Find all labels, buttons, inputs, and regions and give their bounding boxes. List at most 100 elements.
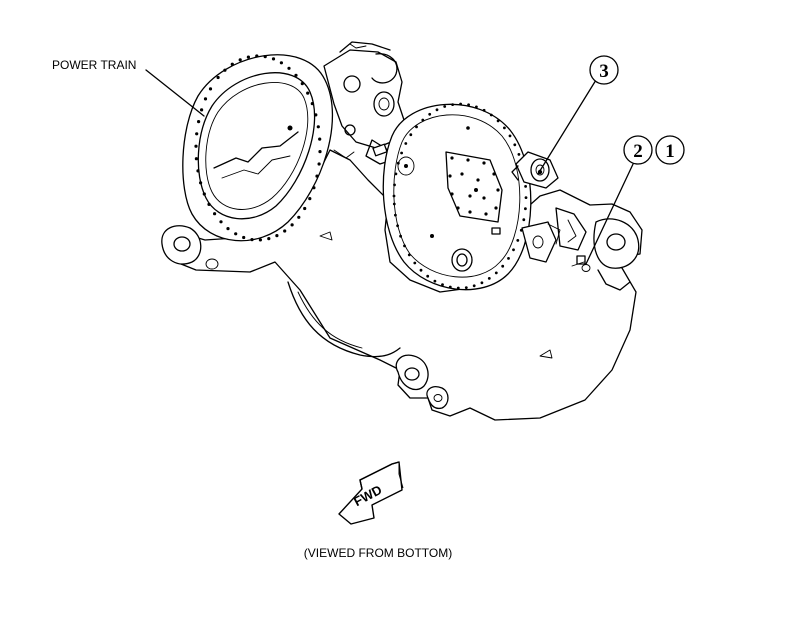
plate-bolt-hole [403, 244, 406, 248]
plate-bolt-hole [524, 196, 528, 200]
callout-3-circle [589, 55, 619, 85]
plate-bolt-hole [464, 286, 468, 289]
flange-bolt-hole [197, 120, 201, 124]
upper-bracket-cluster [323, 41, 405, 165]
flange-bolt-hole [242, 235, 246, 240]
flange-bolt-hole [263, 55, 267, 59]
plate-bolt-hole [443, 105, 447, 108]
cover-bolt-hole [466, 158, 470, 162]
callout-1-number: 1 [665, 141, 675, 162]
plate-bolt-hole [459, 102, 462, 106]
flange-bolt-hole [300, 82, 304, 86]
cover-bolt-hole [450, 192, 454, 196]
power-train-label: POWER TRAIN [52, 58, 136, 72]
plate-bolt-hole [428, 112, 432, 116]
fwd-arrow-icon: FWD [338, 461, 404, 525]
flange-bolt-hole [297, 215, 301, 219]
callout-3: 3 [589, 55, 619, 85]
flange-bolt-hole [315, 174, 319, 178]
plate-bolt-hole [448, 285, 452, 289]
cover-bolt-hole [468, 194, 472, 198]
plate-bolt-hole [400, 151, 403, 155]
flange-bolt-hole [223, 68, 227, 72]
flange-bolt-hole [196, 169, 200, 173]
plate-bolt-hole [480, 281, 484, 285]
plate-bolt-hole [507, 257, 510, 260]
cover-bolt-hole [484, 212, 488, 216]
plate-bolt-hole [489, 113, 493, 117]
plate-bolt-hole [421, 118, 425, 122]
plate-bolt-hole [512, 248, 515, 252]
callout-2-1-leader [585, 161, 635, 265]
flange-bolt-hole [306, 91, 310, 95]
cover-bolt-hole [476, 178, 480, 182]
plate-bolt-hole [522, 218, 526, 222]
left-flange-ring [182, 54, 334, 242]
cover-bolt-hole [460, 172, 464, 176]
plate-bolt-hole [496, 119, 500, 123]
flange-bolt-hole [267, 237, 271, 241]
flange-bolt-hole [317, 162, 321, 166]
plate-bolt-hole [524, 185, 527, 188]
cover-bolt-hole [448, 174, 452, 178]
flange-bolt-hole [213, 212, 217, 216]
flange-bolt-hole [310, 102, 314, 106]
flange-bolt-hole [238, 58, 242, 62]
plate-bolt-hole [516, 239, 520, 242]
flange-bolt-hole [290, 223, 294, 227]
plate-bolt-hole [503, 126, 506, 130]
plate-bolt-hole [501, 264, 505, 268]
plate-bolt-hole [413, 261, 417, 265]
view-caption: (VIEWED FROM BOTTOM) [304, 546, 452, 560]
flange-bolt-hole [199, 181, 203, 185]
flange-bolt-hole [287, 66, 291, 70]
cover-bolt-hole [450, 156, 454, 160]
flange-bolt-hole [246, 55, 250, 59]
cover-bolt-hole [496, 188, 500, 192]
plate-bolt-hole [404, 142, 408, 145]
flange-bolt-hole [294, 73, 298, 77]
plate-bolt-hole [426, 274, 430, 278]
flange-bolt-hole [234, 232, 238, 236]
flange-bolt-hole [200, 108, 204, 112]
callout-1: 1 [655, 135, 685, 165]
flange-bolt-hole [258, 238, 262, 242]
flange-bolt-hole [194, 157, 198, 161]
plate-bolt-hole [399, 234, 402, 238]
callout-2: 2 [623, 135, 653, 165]
plate-bolt-hole [415, 125, 418, 129]
plate-bolt-hole [508, 134, 512, 138]
plate-bolt-hole [407, 253, 411, 257]
power-train-leader [145, 69, 205, 117]
flange-bolt-hole [308, 197, 312, 201]
plate-bolt-hole [524, 207, 527, 211]
flange-bolt-hole [207, 202, 211, 206]
plate-bolt-hole [393, 183, 396, 187]
plate-bolt-hole [409, 133, 413, 137]
cover-bolt-hole [482, 161, 486, 165]
plate-bolt-hole [441, 283, 444, 287]
leader-lines [145, 69, 635, 265]
plate-bolt-hole [435, 108, 439, 112]
flange-bolt-hole [314, 113, 318, 117]
flange-bolt-hole [250, 238, 254, 242]
flange-bolt-hole [318, 137, 322, 141]
callout-2-number: 2 [633, 141, 643, 162]
plate-bolt-hole [472, 284, 476, 288]
flange-bolt-hole [312, 186, 316, 190]
callout-1-circle [655, 135, 685, 165]
plate-bolt-hole [517, 153, 521, 156]
flange-bolt-hole [283, 229, 287, 233]
flange-bolt-hole [316, 125, 320, 129]
plate-bolt-hole [392, 194, 396, 198]
flange-bolt-hole [230, 62, 234, 66]
flange-bolt-hole [194, 144, 198, 148]
plate-bolt-hole [482, 108, 486, 112]
flange-bolt-hole [195, 132, 199, 136]
plate-bolt-hole [513, 143, 517, 147]
plate-bolt-hole [494, 271, 498, 275]
flange-bolt-hole [255, 54, 259, 58]
flange-bolt-hole [271, 57, 276, 61]
plate-bolt-hole [456, 286, 460, 290]
